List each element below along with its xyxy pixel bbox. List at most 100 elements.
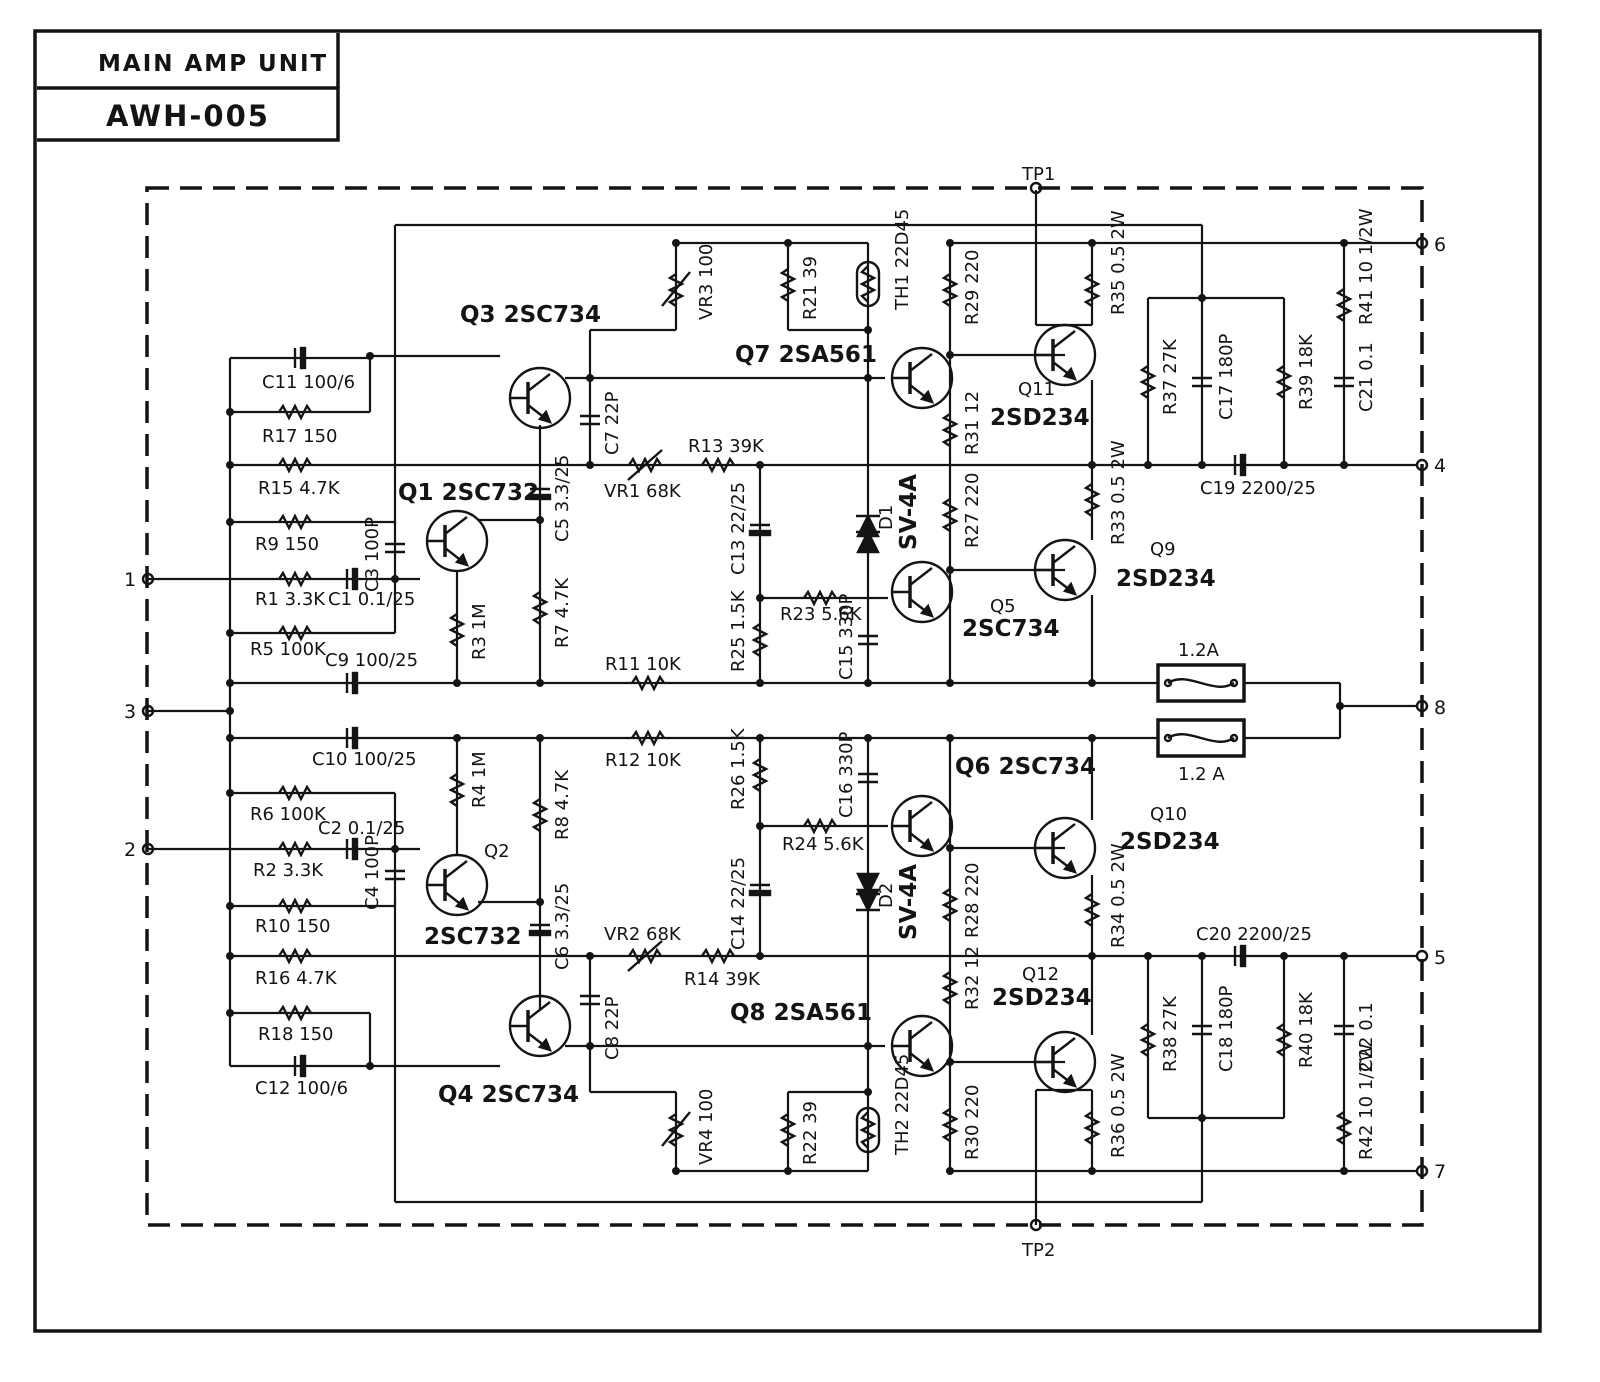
thermistor-th2 (855, 1106, 881, 1154)
d1-type-label: SV-4A (896, 474, 922, 550)
variable-resistors (627, 271, 691, 1148)
c5-label: C5 3.3/25 (552, 455, 573, 542)
r40-label: R40 18K (1296, 991, 1317, 1068)
r28-label: R28 220 (962, 863, 983, 939)
r37-label: R37 27K (1160, 338, 1181, 415)
d2-type-label: SV-4A (896, 864, 922, 940)
transistor-q2 (425, 853, 489, 917)
r25-label: R25 1.5K (728, 589, 749, 672)
r36-label: R36 0.5 2W (1108, 1053, 1129, 1158)
c3-label: C3 100P (362, 517, 383, 592)
terminal-4-label: 4 (1434, 455, 1446, 477)
fuse-1-label: 1.2A (1178, 640, 1220, 661)
r14-label: R14 39K (684, 969, 761, 990)
terminal-6-label: 6 (1434, 234, 1446, 256)
thermistor-th1 (855, 260, 881, 308)
r30-label: R30 220 (962, 1085, 983, 1161)
c11-label: C11 100/6 (262, 372, 355, 393)
diode-d2-b (856, 888, 880, 913)
r27-label: R27 220 (962, 473, 983, 549)
terminal-3-label: 3 (124, 701, 136, 723)
r13-label: R13 39K (688, 436, 765, 457)
r35-label: R35 0.5 2W (1108, 210, 1129, 315)
q2-type-label: 2SC732 (424, 924, 521, 950)
r10-label: R10 150 (255, 916, 331, 937)
q11-label: Q11 (1018, 379, 1055, 400)
c8-label: C8 22P (602, 996, 623, 1060)
r11-label: R11 10K (605, 654, 682, 675)
transistor-q7 (890, 346, 954, 410)
q6-label: Q6 2SC734 (955, 754, 1096, 780)
c9-label: C9 100/25 (325, 650, 418, 671)
r6-label: R6 100K (250, 804, 327, 825)
unit-title: MAIN AMP UNIT (98, 51, 328, 77)
terminals (141, 181, 1429, 1232)
terminal-1-label: 1 (124, 569, 136, 591)
r2-label: R2 3.3K (253, 860, 324, 881)
c17-label: C17 180P (1216, 333, 1237, 420)
tp2-label: TP2 (1021, 1240, 1055, 1261)
c14-label: C14 22/25 (728, 857, 749, 950)
q5-label: Q5 (990, 596, 1016, 617)
r5-label: R5 100K (250, 639, 327, 660)
q10-type-label: 2SD234 (1120, 829, 1220, 855)
diodes (856, 513, 880, 913)
c13-label: C13 22/25 (728, 482, 749, 575)
vr3-label: VR3 100 (696, 244, 717, 320)
r32-label: R32 12 (962, 946, 983, 1010)
c20-label: C20 2200/25 (1196, 924, 1312, 945)
model-title: AWH-005 (106, 99, 270, 133)
d2-label: D2 (876, 883, 897, 908)
q12-label: Q12 (1022, 964, 1059, 985)
transistor-q1 (425, 509, 489, 573)
c10-label: C10 100/25 (312, 749, 417, 770)
vr4-label: VR4 100 (696, 1089, 717, 1165)
r41-label: R41 10 1/2W (1356, 208, 1377, 325)
r18-label: R18 150 (258, 1024, 334, 1045)
c21-label: C21 0.1 (1356, 342, 1377, 412)
r1-label: R1 3.3K (255, 589, 326, 610)
q9-type-label: 2SD234 (1116, 566, 1216, 592)
c6-label: C6 3.3/25 (552, 883, 573, 970)
terminal-2-label: 2 (124, 839, 136, 861)
r26-label: R26 1.5K (728, 727, 749, 810)
capacitors (293, 346, 1356, 1078)
fuse-2 (1156, 718, 1246, 758)
r9-label: R9 150 (255, 534, 319, 555)
q5-type-label: 2SC734 (962, 616, 1059, 642)
r12-label: R12 10K (605, 750, 682, 771)
r29-label: R29 220 (962, 250, 983, 326)
r21-label: R21 39 (800, 256, 821, 320)
diode-d2-a (856, 872, 880, 897)
r31-label: R31 12 (962, 391, 983, 455)
q4-label: Q4 2SC734 (438, 1082, 579, 1108)
q1-label: Q1 2SC732 (398, 480, 539, 506)
q7-label: Q7 2SA561 (735, 342, 877, 368)
r16-label: R16 4.7K (255, 968, 338, 989)
tp1-label: TP1 (1021, 164, 1055, 185)
c15-label: C15 330P (836, 593, 857, 680)
fuses (1156, 663, 1246, 758)
c16-label: C16 330P (836, 731, 857, 818)
r17-label: R17 150 (262, 426, 338, 447)
q10-label: Q10 (1150, 804, 1187, 825)
q2-label: Q2 (484, 841, 510, 862)
r34-label: R34 0.5 2W (1108, 843, 1129, 948)
junction-dots (226, 239, 1348, 1175)
r24-label: R24 5.6K (782, 834, 865, 855)
d1-label: D1 (876, 505, 897, 530)
th2-label: TH2 22D45 (892, 1054, 913, 1156)
terminal-8-label: 8 (1434, 697, 1446, 719)
diode-d1-b (856, 529, 880, 554)
r33-label: R33 0.5 2W (1108, 440, 1129, 545)
c22-label: C22 0.1 (1356, 1002, 1377, 1072)
r39-label: R39 18K (1296, 333, 1317, 410)
vr1-label: VR1 68K (604, 481, 682, 502)
q3-label: Q3 2SC734 (460, 302, 601, 328)
r15-label: R15 4.7K (258, 478, 341, 499)
q8-label: Q8 2SA561 (730, 1000, 872, 1026)
r23-label: R23 5.6K (780, 604, 863, 625)
r4-label: R4 1M (469, 751, 490, 808)
q11-type-label: 2SD234 (990, 405, 1090, 431)
